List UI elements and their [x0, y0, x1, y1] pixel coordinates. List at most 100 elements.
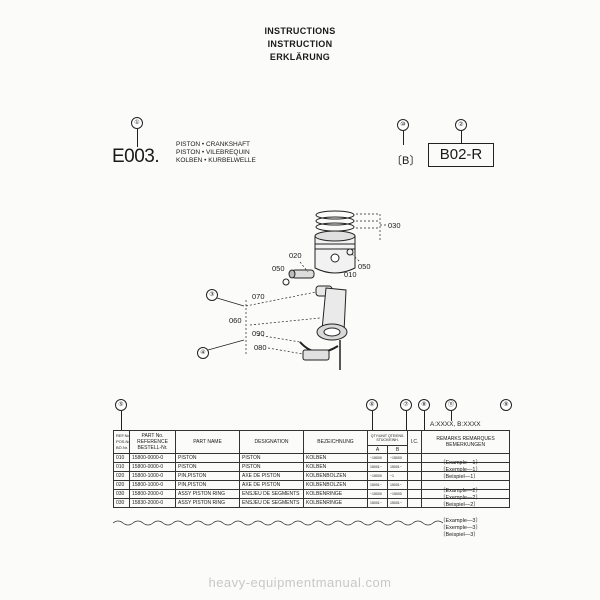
cell-ic — [407, 489, 423, 499]
group-code-box: B02-R — [428, 143, 494, 167]
cell-ref: 020 — [113, 480, 130, 490]
header-instruction: INSTRUCTION — [267, 39, 333, 49]
cell-ref: 030 — [113, 498, 130, 508]
leader-lines — [245, 213, 386, 355]
cell-ic — [407, 498, 423, 508]
cell-part-name: PISTON — [175, 453, 240, 463]
cell-part-name: PISTON — [175, 462, 240, 472]
table-header-row: REF.No. POS.Nr. BÖ.Nr. PART No. REFERENC… — [113, 430, 511, 454]
remark-exemple-2: 〔Exemple—2〕 — [440, 495, 481, 501]
cell-qty-a: ~15000 — [367, 453, 388, 463]
cell-bezeichnung: KOLBENRINGE — [303, 489, 368, 499]
cell-bezeichnung: KOLBENRINGE — [303, 498, 368, 508]
ref-label-070: 070 — [252, 292, 265, 301]
cell-part-name: ASSY PISTON RING — [175, 498, 240, 508]
col-ic: I.C. — [407, 430, 423, 454]
remark-exemple-3: 〔Exemple—3〕 — [440, 525, 481, 531]
cell-part-no: 15830-2000-0 — [129, 498, 176, 508]
cell-bezeichnung: KOLBENBOLZEN — [303, 480, 368, 490]
callout-2-leader — [461, 131, 462, 143]
col-remarks: REMARKS REMARQUES BEMERKUNGEN — [421, 430, 511, 454]
cell-part-no: 15800-0000-0 — [129, 462, 176, 472]
ref-label-010: 010 — [344, 270, 357, 279]
section-name-fr: PISTON • VILEBREQUIN — [176, 149, 250, 156]
cell-qty-b: 15001~ — [386, 498, 409, 508]
callout-3: ③ — [206, 289, 218, 301]
cell-remarks — [421, 498, 511, 508]
cell-qty-a: ~15000 — [367, 471, 388, 481]
connecting-rod — [316, 287, 348, 341]
cell-qty-b: ~15000 — [386, 489, 409, 499]
ref-label-050-left: 050 — [272, 264, 285, 273]
callout-10: ⑩ — [397, 119, 409, 131]
col-qty: QTY/UNIT QTE/ENS. STÜCK/EINH. — [366, 430, 409, 446]
callout-7-leader — [406, 411, 407, 430]
callout-8: ⑧ — [418, 399, 430, 411]
cell-ic — [407, 471, 423, 481]
col-bezeichnung: BEZEICHNUNG — [303, 430, 368, 454]
cell-ref: 010 — [113, 453, 130, 463]
remark-beispiel-3: 〔Beispiel—3〕 — [440, 532, 479, 538]
header-instructions: INSTRUCTIONS — [264, 26, 336, 36]
circlip-050-left — [282, 278, 290, 286]
callout-4-leader — [207, 339, 245, 351]
section-name-de: KOLBEN • KURBELWELLE — [176, 157, 256, 164]
cell-ic — [407, 462, 423, 472]
cell-designation: PISTON — [239, 462, 304, 472]
cell-qty-a: 15001~ — [367, 462, 388, 472]
ref-label-050-right: 050 — [358, 262, 371, 271]
remark-beispiel-1: 〔Beispiel—1〕 — [440, 474, 479, 480]
cell-ref: 030 — [113, 489, 130, 499]
remark-example-3: 〔Example—3〕 — [440, 518, 481, 524]
cell-qty-a: 15001~ — [367, 498, 388, 508]
piston-pin — [288, 269, 315, 279]
cell-qty-b: 15001~ — [386, 462, 409, 472]
cell-designation: AXE DE PISTON — [239, 480, 304, 490]
callout-3-leader — [216, 297, 245, 307]
callout-9: ⑨ — [500, 399, 512, 411]
col-part-name: PART NAME — [175, 430, 240, 454]
callout-8-leader — [424, 411, 425, 430]
cell-ref: 020 — [113, 471, 130, 481]
callout-11-leader — [451, 411, 452, 421]
remark-example-2: 〔Example—2〕 — [440, 488, 481, 494]
col-ref: REF.No. POS.Nr. BÖ.Nr. — [113, 430, 130, 454]
cell-part-name: PIN,PISTON — [175, 471, 240, 481]
callout-6: ⑥ — [366, 399, 378, 411]
cell-part-name: PIN,PISTON — [175, 480, 240, 490]
cell-part-no: 15800-0000-0 — [129, 453, 176, 463]
cell-designation: ENSJEU DE SEGMENTS — [239, 489, 304, 499]
cell-ref: 010 — [113, 462, 130, 472]
table-row: 030 15830-2000-0 ASSY PISTON RING ENSJEU… — [113, 498, 511, 508]
cell-qty-b: ~1 — [386, 471, 409, 481]
parts-table: REF.No. POS.Nr. BÖ.Nr. PART No. REFERENC… — [113, 430, 511, 508]
callout-1: ① — [131, 117, 143, 129]
piston-body — [314, 230, 356, 274]
cell-ic — [407, 480, 423, 490]
cell-bezeichnung: KOLBEN — [303, 462, 368, 472]
remark-exemple-1: 〔Exemple—1〕 — [440, 467, 481, 473]
col-designation: DESIGNATION — [239, 430, 304, 454]
ref-label-090: 090 — [252, 329, 265, 338]
callout-4: ④ — [197, 347, 209, 359]
cell-qty-b: 15001~ — [386, 480, 409, 490]
cell-qty-a: 15001~ — [367, 480, 388, 490]
callout-7: ⑦ — [400, 399, 412, 411]
variant-code: 〔B〕 — [391, 155, 421, 167]
section-code: E003. — [112, 146, 160, 167]
cell-ic — [407, 453, 423, 463]
callout-6-leader — [372, 411, 373, 430]
cell-qty-a: ~15000 — [367, 489, 388, 499]
callout-5: ⑤ — [115, 399, 127, 411]
col-qty-a: A — [367, 445, 388, 454]
ref-label-020: 020 — [289, 251, 302, 260]
rod-cap-080 — [302, 349, 330, 361]
cell-designation: PISTON — [239, 453, 304, 463]
ref-label-080: 080 — [254, 343, 267, 352]
cell-designation: ENSJEU DE SEGMENTS — [239, 498, 304, 508]
watermark: heavy-equipmentmanual.com — [208, 575, 392, 590]
table-break-line — [113, 520, 443, 526]
ref-label-060: 060 — [229, 316, 242, 325]
